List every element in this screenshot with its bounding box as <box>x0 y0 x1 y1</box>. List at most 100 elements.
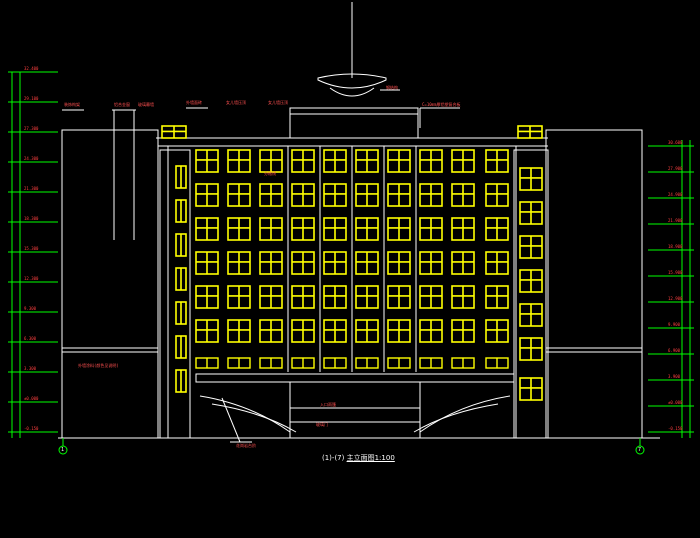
window-grid <box>161 125 543 369</box>
window-r2-c5 <box>355 217 379 241</box>
level-left-12: -0.150 <box>24 426 39 431</box>
window-r2-c8 <box>451 217 475 241</box>
window-r1-c2 <box>259 183 283 207</box>
window-r3-c7 <box>419 251 443 275</box>
bay-right-window-5 <box>519 337 543 361</box>
level-right-0: 30.600 <box>668 140 683 145</box>
window-r5-c7 <box>419 319 443 343</box>
level-left-0: 32.400 <box>24 66 39 71</box>
window-r4-c7 <box>419 285 443 309</box>
note-canopy-2: 玻璃门 <box>316 422 328 427</box>
window-r4-c0 <box>195 285 219 309</box>
strip-window-2 <box>259 357 283 369</box>
window-r2-c7 <box>419 217 443 241</box>
window-r3-c8 <box>451 251 475 275</box>
window-r2-c0 <box>195 217 219 241</box>
right-wing <box>545 129 643 439</box>
window-r4-c3 <box>291 285 315 309</box>
window-r4-c6 <box>387 285 411 309</box>
window-r0-c0 <box>195 149 219 173</box>
window-r5-c6 <box>387 319 411 343</box>
window-r3-c9 <box>485 251 509 275</box>
window-r0-c4 <box>323 149 347 173</box>
strip-window-8 <box>451 357 475 369</box>
window-r4-c9 <box>485 285 509 309</box>
level-right-8: 6.900 <box>668 348 681 353</box>
note-top-4: 外墙面砖 <box>186 100 202 105</box>
bay-left-window-3 <box>175 267 187 291</box>
window-r3-c4 <box>323 251 347 275</box>
roof-disc <box>317 73 387 89</box>
window-r2-c9 <box>485 217 509 241</box>
level-left-8: 9.300 <box>24 306 37 311</box>
title-axes: (1)-(7) <box>322 454 345 462</box>
entrance-canopy <box>195 373 515 383</box>
window-r4-c1 <box>227 285 251 309</box>
strip-window-0 <box>195 357 219 369</box>
level-left-7: 12.300 <box>24 276 39 281</box>
note-top-3: 玻璃幕墙 <box>138 102 154 107</box>
level-right-5: 15.900 <box>668 270 683 275</box>
drawing-title: 主立面图1:100 <box>346 454 395 462</box>
window-r5-c8 <box>451 319 475 343</box>
note-bottom: 花岗岩台阶 <box>236 443 256 448</box>
window-r5-c1 <box>227 319 251 343</box>
axis-label-left: 1 <box>61 447 65 453</box>
note-top-7: C=10mm厚铝塑复合板 <box>422 102 461 107</box>
level-right-4: 18.900 <box>668 244 683 249</box>
note-top-6: 女儿墙压顶 <box>268 100 288 105</box>
bay-right-window-4 <box>519 303 543 327</box>
bay-left-window-2 <box>175 233 187 257</box>
roof-window-right <box>517 125 543 139</box>
note-canopy-1: 入口雨篷 <box>320 402 336 407</box>
window-r2-c2 <box>259 217 283 241</box>
window-r0-c8 <box>451 149 475 173</box>
window-r3-c1 <box>227 251 251 275</box>
window-r3-c6 <box>387 251 411 275</box>
window-r0-c7 <box>419 149 443 173</box>
window-r3-c0 <box>195 251 219 275</box>
window-r0-c2 <box>259 149 283 173</box>
note-mid: 分格线 <box>264 171 276 176</box>
note-dome: 钢结构 <box>386 85 398 90</box>
level-left-3: 24.300 <box>24 156 39 161</box>
strip-window-7 <box>419 357 443 369</box>
level-left-4: 21.300 <box>24 186 39 191</box>
level-right-7: 9.900 <box>668 322 681 327</box>
level-right-11: -0.150 <box>668 426 683 431</box>
bay-left-window-0 <box>175 165 187 189</box>
strip-window-9 <box>485 357 509 369</box>
level-right-6: 12.900 <box>668 296 683 301</box>
window-r1-c5 <box>355 183 379 207</box>
roof-window-left <box>161 125 187 139</box>
window-r3-c2 <box>259 251 283 275</box>
level-left-1: 29.100 <box>24 96 39 101</box>
window-r4-c8 <box>451 285 475 309</box>
axis-circle-right <box>635 445 645 455</box>
window-r0-c1 <box>227 149 251 173</box>
window-r1-c4 <box>323 183 347 207</box>
level-left-9: 6.300 <box>24 336 37 341</box>
window-r5-c0 <box>195 319 219 343</box>
strip-window-5 <box>355 357 379 369</box>
window-r4-c4 <box>323 285 347 309</box>
window-r5-c5 <box>355 319 379 343</box>
level-left-2: 27.300 <box>24 126 39 131</box>
window-r4-c5 <box>355 285 379 309</box>
level-right-10: ±0.000 <box>668 400 683 405</box>
strip-window-4 <box>323 357 347 369</box>
window-r3-c5 <box>355 251 379 275</box>
window-r2-c1 <box>227 217 251 241</box>
bay-right-window-0 <box>519 167 543 191</box>
window-r2-c6 <box>387 217 411 241</box>
axis-label-right: 7 <box>638 447 642 453</box>
level-left-10: 3.300 <box>24 366 37 371</box>
window-r1-c8 <box>451 183 475 207</box>
window-r0-c5 <box>355 149 379 173</box>
bay-windows <box>175 165 543 401</box>
window-r4-c2 <box>259 285 283 309</box>
window-r0-c6 <box>387 149 411 173</box>
window-r3-c3 <box>291 251 315 275</box>
level-left-6: 15.300 <box>24 246 39 251</box>
